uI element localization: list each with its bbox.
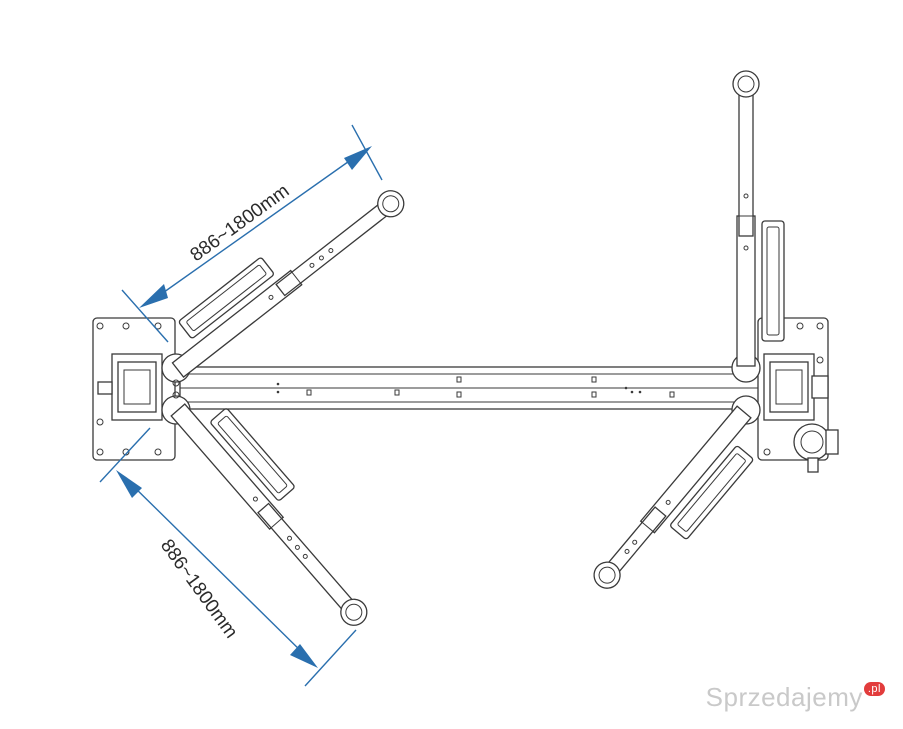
- crossbeam: [179, 366, 761, 410]
- arm-lower-left: [170, 403, 368, 626]
- arm-lower-right: [593, 405, 754, 589]
- arm-upper-right: [732, 70, 785, 367]
- watermark-logo: Sprzedajemy.pl: [706, 682, 885, 713]
- arm-upper-left: [171, 190, 405, 379]
- left-post: [92, 317, 191, 461]
- watermark-suffix: .pl: [863, 682, 885, 696]
- watermark-text: Sprzedajemy: [705, 682, 863, 712]
- dimension-upper-label: 886~1800mm: [187, 180, 294, 266]
- dimension-lower-label: 886~1800mm: [156, 536, 242, 643]
